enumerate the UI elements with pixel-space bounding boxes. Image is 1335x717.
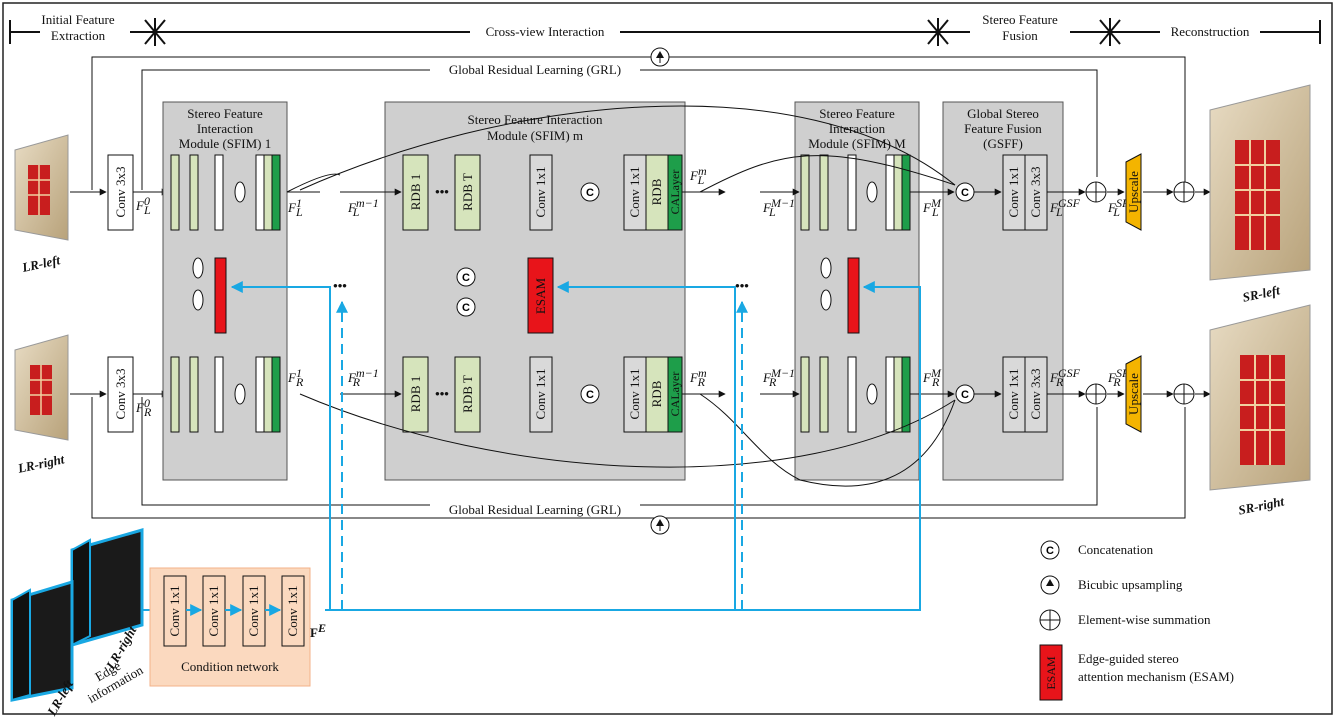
svg-text:Conv 3x3: Conv 3x3 [113, 167, 128, 218]
svg-text:C: C [1046, 545, 1054, 557]
lr-right-image [15, 335, 68, 440]
grl-label-top: Global Residual Learning (GRL) [449, 62, 621, 77]
stage-header [10, 20, 1320, 44]
svg-text:F1R: F1R [287, 366, 304, 389]
sfim-m-esam: ESAM [528, 258, 553, 333]
svg-text:Conv 1x1: Conv 1x1 [533, 167, 548, 218]
sfim-m-title: Stereo Feature InteractionModule (SFIM) … [468, 112, 603, 143]
svg-text:Fm−1L: Fm−1L [347, 196, 379, 219]
svg-text:Element-wise summation: Element-wise summation [1078, 612, 1211, 627]
svg-text:Conv 1x1: Conv 1x1 [1006, 167, 1021, 218]
svg-text:ESAM: ESAM [533, 278, 548, 315]
svg-text:RDB T: RDB T [460, 375, 475, 413]
lr-left-image [15, 135, 68, 240]
svg-text:Conv 3x3: Conv 3x3 [113, 369, 128, 420]
bicubic-icon [651, 48, 669, 66]
svg-text:C: C [961, 187, 969, 199]
svg-text:CALayer: CALayer [668, 372, 682, 417]
sr-right-image [1210, 305, 1310, 490]
svg-text:RDB: RDB [649, 178, 664, 205]
sr-left-label: SR-left [1241, 282, 1281, 305]
svg-text:FE: FE [310, 621, 326, 640]
conv3x3-right: Conv 3x3 [108, 357, 133, 432]
svg-text:ESAM: ESAM [1044, 656, 1058, 690]
svg-text:C: C [586, 389, 594, 401]
svg-text:Conv 1x1: Conv 1x1 [627, 167, 642, 218]
svg-text:FML: FML [922, 196, 942, 219]
svg-text:Fm−1R: Fm−1R [347, 366, 379, 389]
svg-text:•••: ••• [435, 184, 449, 199]
sr-left-image [1210, 85, 1310, 280]
svg-text:Conv 1x1: Conv 1x1 [627, 369, 642, 420]
svg-text:•••: ••• [435, 386, 449, 401]
conv3x3-left: Conv 3x3 [108, 155, 133, 230]
module-ellipsis: ••• [735, 278, 749, 293]
svg-text:RDB 1: RDB 1 [408, 376, 423, 412]
svg-text:Conv 1x1: Conv 1x1 [167, 586, 182, 637]
stage-crossview-label: Cross-view Interaction [486, 24, 605, 39]
upscale-bottom: Upscale [1126, 356, 1141, 432]
module-ellipsis: ••• [333, 278, 347, 293]
stage-reconstruction-label: Reconstruction [1171, 24, 1250, 39]
legend: C Concatenation Bicubic upsampling Eleme… [1040, 541, 1234, 700]
svg-text:Conv 1x1: Conv 1x1 [285, 586, 300, 637]
svg-text:Upscale: Upscale [1126, 171, 1141, 213]
sfim-m-conv1x1-bottom: Conv 1x1 [530, 357, 552, 432]
lr-right-label: LR-right [16, 451, 66, 476]
svg-text:FmR: FmR [689, 366, 707, 389]
svg-text:FMR: FMR [922, 366, 942, 389]
svg-text:Conv 1x1: Conv 1x1 [533, 369, 548, 420]
svg-text:RDB T: RDB T [460, 173, 475, 211]
svg-text:Conv 1x1: Conv 1x1 [246, 586, 261, 637]
svg-text:F1L: F1L [287, 196, 303, 219]
sfim-m-rdb-1-bottom: RDB 1 [403, 357, 428, 432]
svg-text:Conv 1x1: Conv 1x1 [206, 586, 221, 637]
sfim-m-rdb-1-top: RDB 1 [403, 155, 428, 230]
svg-text:C: C [462, 302, 470, 314]
svg-text:RDB 1: RDB 1 [408, 174, 423, 210]
sfim-m-conv1x1-top: Conv 1x1 [530, 155, 552, 230]
svg-text:FmL: FmL [689, 164, 707, 187]
sr-right-label: SR-right [1237, 493, 1286, 517]
svg-text:Conv 1x1: Conv 1x1 [1006, 369, 1021, 420]
svg-text:F0R: F0R [135, 396, 152, 419]
svg-text:C: C [586, 187, 594, 199]
svg-text:FM−1R: FM−1R [762, 366, 795, 389]
sfim-m-rdb-T-bottom: RDB T [455, 357, 480, 432]
svg-text:Upscale: Upscale [1126, 373, 1141, 415]
svg-text:Concatenation: Concatenation [1078, 542, 1154, 557]
svg-text:C: C [462, 272, 470, 284]
bicubic-icon [651, 516, 669, 534]
svg-text:Bicubic upsampling: Bicubic upsampling [1078, 577, 1183, 592]
sfim-m-tail-bottom: Conv 1x1 RDB CALayer [624, 357, 682, 432]
gsff-convs-top: Conv 1x1 Conv 3x3 [1003, 155, 1047, 230]
sfim-m-tail-top: Conv 1x1 RDB CALayer [624, 155, 682, 230]
svg-text:C: C [961, 389, 969, 401]
gsff-convs-bottom: Conv 1x1 Conv 3x3 [1003, 357, 1047, 432]
lr-left-label: LR-left [20, 252, 62, 275]
sfim-m-rdb-T-top: RDB T [455, 155, 480, 230]
condition-network-label: Condition network [181, 659, 279, 674]
svg-text:Conv 3x3: Conv 3x3 [1028, 167, 1043, 218]
svg-text:FM−1L: FM−1L [762, 196, 795, 219]
grl-label-bottom: Global Residual Learning (GRL) [449, 502, 621, 517]
svg-text:F0L: F0L [135, 194, 151, 217]
svg-text:CALayer: CALayer [668, 170, 682, 215]
upscale-top: Upscale [1126, 154, 1141, 230]
svg-text:Conv 3x3: Conv 3x3 [1028, 369, 1043, 420]
svg-text:RDB: RDB [649, 380, 664, 407]
